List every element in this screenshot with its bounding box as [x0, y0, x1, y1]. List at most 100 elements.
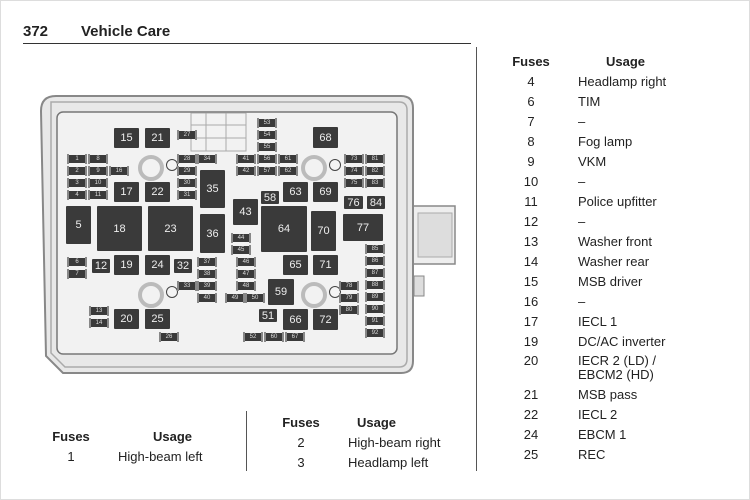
fuse-31: 31	[177, 190, 197, 200]
fuse-66: 66	[283, 309, 308, 330]
right-table-fuse: 7	[527, 114, 535, 129]
fuse-92: 92	[365, 328, 385, 338]
right-table-fuse: 13	[523, 234, 539, 249]
right-table-usage: MSB pass	[578, 387, 638, 402]
fuse-88: 88	[365, 280, 385, 290]
fuse-87: 87	[365, 268, 385, 278]
fuse-62: 62	[278, 166, 298, 176]
fuse-27: 27	[177, 130, 197, 140]
fuse-35: 35	[200, 170, 225, 208]
fuse-53: 53	[257, 118, 277, 128]
fuse-59: 59	[268, 279, 294, 305]
fuse-9: 9	[88, 166, 108, 176]
fuse-49: 49	[225, 293, 245, 303]
fuse-38: 38	[197, 269, 217, 279]
right-table-usage: IECL 1	[578, 314, 618, 329]
mounting-hole	[329, 159, 341, 171]
mounting-hole	[166, 286, 178, 298]
fuse-14: 14	[89, 318, 109, 328]
fuse-4: 4	[67, 190, 87, 200]
mounting-hole	[166, 159, 178, 171]
fuse-79: 79	[339, 293, 359, 303]
fuse-58: 58	[261, 191, 279, 204]
fuse-83: 83	[365, 178, 385, 188]
fuse-78: 78	[339, 281, 359, 291]
fuse-30: 30	[177, 178, 197, 188]
mounting-ring	[138, 282, 164, 308]
mid-table-header-fuses: Fuses	[282, 415, 320, 430]
fuse-7: 7	[67, 269, 87, 279]
right-table-fuse: 17	[523, 314, 539, 329]
right-table-usage: –	[578, 174, 586, 189]
right-table-fuse: 16	[523, 294, 539, 309]
fuse-57: 57	[257, 166, 277, 176]
right-table-usage: Fog lamp	[578, 134, 633, 149]
fuse-63: 63	[283, 182, 308, 202]
fuse-61: 61	[278, 154, 298, 164]
fuse-11: 11	[88, 190, 108, 200]
mid-table-header-usage: Usage	[357, 415, 397, 430]
right-table-fuse: 20	[523, 353, 539, 368]
fuse-60: 60	[264, 332, 284, 342]
fuse-41: 41	[236, 154, 256, 164]
right-table-header-usage: Usage	[606, 54, 646, 69]
fuse-67: 67	[285, 332, 305, 342]
right-table-fuse: 25	[523, 447, 539, 462]
fuse-65: 65	[283, 255, 308, 275]
left-table-usage: High-beam left	[118, 449, 203, 464]
fuse-43: 43	[233, 199, 258, 225]
right-table-fuse: 9	[527, 154, 535, 169]
right-table-usage: EBCM 1	[578, 427, 627, 442]
fuse-69: 69	[313, 182, 338, 202]
fuse-24: 24	[145, 255, 170, 275]
fuse-8: 8	[88, 154, 108, 164]
fuse-25: 25	[145, 309, 170, 329]
fuse-17: 17	[114, 182, 139, 202]
fuse-3: 3	[67, 178, 87, 188]
right-table-fuse: 21	[523, 387, 539, 402]
fuse-32: 32	[174, 259, 192, 273]
fuse-23: 23	[148, 206, 193, 251]
right-table-usage: Headlamp right	[578, 74, 667, 89]
fuse-81: 81	[365, 154, 385, 164]
right-table-usage: VKM	[578, 154, 607, 169]
right-table-fuse: 15	[523, 274, 539, 289]
fuse-47: 47	[236, 269, 256, 279]
fuse-86: 86	[365, 256, 385, 266]
mounting-ring	[138, 155, 164, 181]
right-table-usage: –	[578, 114, 586, 129]
fuse-72: 72	[313, 309, 338, 330]
fuse-55: 55	[257, 142, 277, 152]
column-divider	[476, 47, 477, 471]
mid-table-fuse: 2	[297, 435, 305, 450]
fuse-20: 20	[114, 309, 139, 329]
right-table-fuse: 11	[524, 194, 538, 209]
fuse-64: 64	[261, 206, 307, 252]
right-table-usage: DC/AC inverter	[578, 334, 666, 349]
fuse-34: 34	[197, 154, 217, 164]
right-table-usage: MSB driver	[578, 274, 643, 289]
fuse-29: 29	[177, 166, 197, 176]
table-divider	[246, 411, 247, 471]
fuse-33: 33	[177, 281, 197, 291]
fuse-91: 91	[365, 316, 385, 326]
right-table-usage: Police upfitter	[578, 194, 657, 209]
right-table-fuse: 6	[527, 94, 535, 109]
fuse-21: 21	[145, 128, 170, 148]
right-table-usage: EBCM2 (HD)	[578, 367, 654, 382]
fuse-42: 42	[236, 166, 256, 176]
fuse-16: 16	[109, 166, 129, 176]
right-table-usage: –	[578, 214, 586, 229]
fuse-68: 68	[313, 127, 338, 148]
mounting-ring	[301, 155, 327, 181]
right-table-fuse: 4	[527, 74, 535, 89]
fuse-12: 12	[92, 259, 110, 273]
fuse-45: 45	[231, 245, 251, 255]
right-table-usage: IECR 2 (LD) /	[578, 353, 657, 368]
fuse-15: 15	[114, 128, 139, 148]
fuse-74: 74	[344, 166, 364, 176]
fuse-52: 52	[243, 332, 263, 342]
right-table-usage: REC	[578, 447, 606, 462]
fuse-28: 28	[177, 154, 197, 164]
